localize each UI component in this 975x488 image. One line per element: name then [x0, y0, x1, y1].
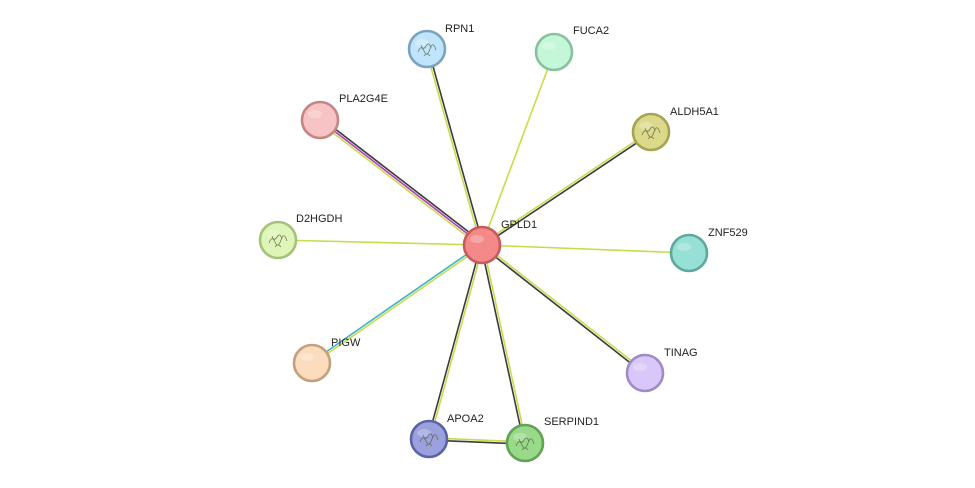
node-circle[interactable] — [258, 220, 298, 260]
node-rpn1[interactable]: RPN1 — [407, 23, 474, 69]
node-circle[interactable] — [669, 233, 709, 273]
node-highlight — [633, 363, 647, 371]
node-fuca2[interactable]: FUCA2 — [534, 25, 609, 72]
edge-strand — [318, 121, 482, 248]
edge-gpld1-pigw[interactable] — [310, 243, 484, 365]
edges-layer — [277, 48, 690, 445]
node-label: ZNF529 — [708, 227, 748, 239]
edge-strand — [427, 244, 482, 439]
node-serpind1[interactable]: SERPIND1 — [505, 416, 599, 463]
edge-strand — [312, 245, 484, 365]
node-apoa2[interactable]: APOA2 — [409, 413, 484, 459]
node-pla2g4e[interactable]: PLA2G4E — [300, 93, 388, 140]
node-label: PLA2G4E — [339, 93, 388, 105]
edge-strand — [481, 244, 690, 254]
node-pigw[interactable]: PIGW — [292, 337, 361, 383]
edge-gpld1-aldh5a1[interactable] — [480, 130, 653, 247]
edge-strand — [482, 132, 653, 247]
node-circle[interactable] — [407, 29, 447, 69]
edge-strand — [277, 239, 483, 246]
node-d2hgdh[interactable]: D2HGDH — [258, 213, 343, 260]
edge-gpld1-fuca2[interactable] — [481, 51, 555, 246]
node-circle[interactable] — [534, 32, 574, 72]
node-circle[interactable] — [625, 353, 665, 393]
edge-strand — [480, 130, 651, 245]
node-circle[interactable] — [292, 343, 332, 383]
node-label: ALDH5A1 — [670, 106, 719, 118]
edge-strand — [482, 243, 647, 373]
node-znf529[interactable]: ZNF529 — [669, 227, 748, 273]
node-circle[interactable] — [409, 419, 449, 459]
node-aldh5a1[interactable]: ALDH5A1 — [631, 106, 719, 152]
edge-strand — [482, 244, 527, 443]
node-highlight — [417, 429, 431, 437]
node-highlight — [677, 243, 691, 251]
edge-gpld1-d2hgdh[interactable] — [277, 239, 483, 246]
edge-strand — [481, 51, 555, 246]
edge-gpld1-pla2g4e[interactable] — [318, 117, 484, 248]
edge-gpld1-znf529[interactable] — [481, 244, 690, 254]
edge-strand — [427, 48, 484, 245]
edge-gpld1-tinag[interactable] — [480, 243, 647, 375]
node-label: SERPIND1 — [544, 416, 599, 428]
edge-gpld1-rpn1[interactable] — [425, 48, 484, 246]
node-highlight — [308, 110, 322, 118]
node-label: FUCA2 — [573, 25, 609, 37]
protein-structure-icon — [641, 126, 661, 140]
node-tinag[interactable]: TINAG — [625, 347, 698, 393]
edge-gpld1-apoa2[interactable] — [427, 244, 484, 440]
node-circle[interactable] — [300, 100, 340, 140]
node-label: APOA2 — [447, 413, 484, 425]
edge-strand — [310, 243, 482, 363]
protein-structure-icon — [515, 437, 535, 451]
node-circle[interactable] — [505, 423, 545, 463]
node-label: RPN1 — [445, 23, 474, 35]
node-highlight — [513, 433, 527, 441]
edge-strand — [320, 117, 484, 244]
node-gpld1[interactable]: GPLD1 — [462, 219, 537, 265]
node-circle[interactable] — [631, 112, 671, 152]
node-label: GPLD1 — [501, 219, 537, 231]
node-highlight — [542, 42, 556, 50]
edge-strand — [480, 245, 525, 444]
node-highlight — [415, 39, 429, 47]
edge-strand — [319, 119, 483, 246]
node-highlight — [266, 230, 280, 238]
node-highlight — [300, 353, 314, 361]
node-label: D2HGDH — [296, 213, 343, 225]
node-circle[interactable] — [462, 225, 502, 265]
node-label: TINAG — [664, 347, 698, 359]
protein-structure-icon — [417, 43, 437, 57]
node-highlight — [470, 235, 484, 243]
node-label: PIGW — [331, 337, 361, 349]
edge-strand — [425, 49, 482, 246]
protein-structure-icon — [268, 234, 288, 248]
protein-structure-icon — [419, 433, 439, 447]
edge-strand — [429, 245, 484, 440]
node-highlight — [639, 122, 653, 130]
edge-gpld1-serpind1[interactable] — [480, 244, 527, 444]
edge-strand — [480, 245, 645, 375]
